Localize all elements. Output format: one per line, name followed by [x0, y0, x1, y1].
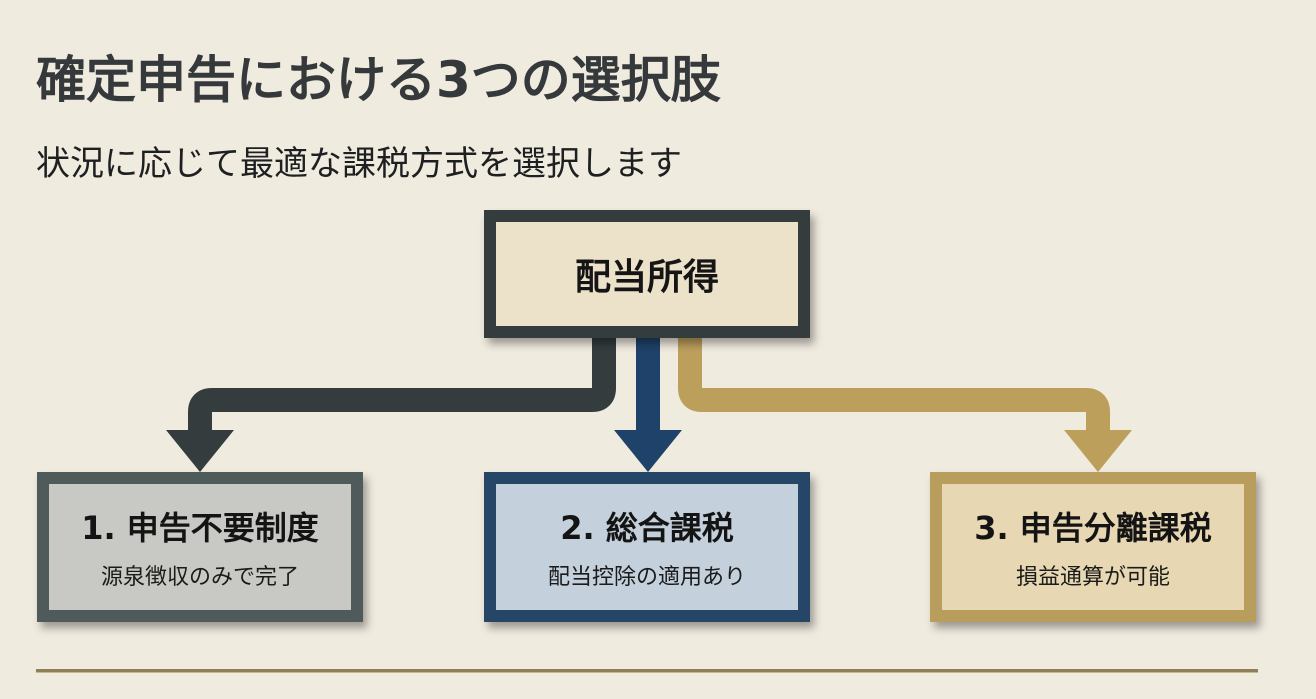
- option-box-comprehensive-tax: 2. 総合課税 配当控除の適用あり: [484, 472, 810, 622]
- root-node-dividend-income: 配当所得: [484, 210, 810, 338]
- page-subtitle: 状況に応じて最適な課税方式を選択します: [36, 144, 682, 184]
- option-1-desc: 源泉徴収のみで完了: [100, 565, 299, 590]
- option-2-label: 2. 総合課税: [560, 509, 734, 547]
- option-1-label: 1. 申告不要制度: [81, 509, 319, 547]
- arrow-to-option-1: [188, 338, 616, 430]
- footer-divider: [36, 669, 1258, 673]
- option-2-desc: 配当控除の適用あり: [547, 565, 746, 590]
- arrowhead-option-1: [166, 430, 234, 472]
- page-title: 確定申告における3つの選択肢: [36, 51, 721, 109]
- option-3-label: 3. 申告分離課税: [974, 509, 1212, 547]
- option-box-no-filing: 1. 申告不要制度 源泉徴収のみで完了: [37, 472, 363, 622]
- arrow-to-option-3: [678, 338, 1110, 430]
- option-box-separate-tax: 3. 申告分離課税 損益通算が可能: [930, 472, 1256, 622]
- arrowhead-option-3: [1064, 430, 1132, 472]
- root-node-label: 配当所得: [574, 257, 719, 298]
- arrowhead-option-2: [614, 430, 682, 472]
- arrow-to-option-2: [636, 338, 660, 432]
- option-3-desc: 損益通算が可能: [1015, 565, 1170, 590]
